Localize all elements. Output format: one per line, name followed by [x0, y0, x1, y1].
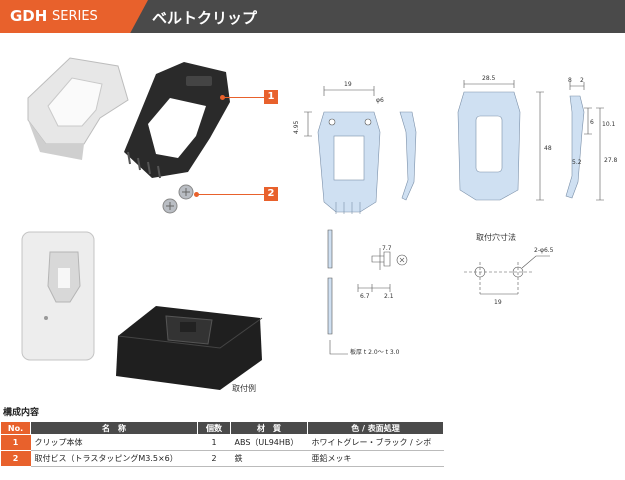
col-name: 名 称 [30, 421, 198, 435]
row-2-name: 取付ビス（トラスタッピングM3.5×6） [30, 450, 198, 467]
col-qty: 個数 [197, 421, 231, 435]
white-clip-image [27, 57, 129, 160]
series-code: GDH [10, 7, 48, 25]
panel-section-lower [327, 277, 333, 335]
dim-phi6: φ6 [376, 97, 384, 104]
callout-1-marker [220, 95, 225, 100]
dim-67: 6.7 [360, 293, 370, 300]
dim-width-19: 19 [344, 81, 352, 88]
product-title: ベルトクリップ [152, 9, 258, 27]
row-1-finish: ホワイトグレー・ブラック / シボ [307, 434, 444, 451]
dim-6: 6 [590, 119, 594, 126]
dim-101: 10.1 [602, 121, 616, 128]
photo-caption: 取付例 [232, 384, 256, 393]
row-1-qty: 1 [197, 434, 231, 451]
row-1-no: 1 [0, 434, 31, 451]
dim-8: 8 [568, 77, 572, 84]
white-box-example [21, 231, 95, 361]
header-bar: GDH SERIES ベルトクリップ [0, 0, 625, 33]
dim-width-285: 28.5 [482, 75, 496, 82]
dim-48: 48 [544, 145, 552, 152]
row-2-material: 鉄 [230, 450, 308, 467]
product-photos [21, 57, 263, 390]
col-no: No. [0, 421, 31, 435]
parts-header-row: No. 名 称 個数 材 質 色 / 表面処理 [0, 421, 444, 435]
mount-hole-title: 取付穴寸法 [476, 233, 516, 242]
dim-2: 2 [580, 77, 584, 84]
thickness-note: 板厚 t 2.0～ t 3.0 [350, 349, 400, 356]
table-row: 2 取付ビス（トラスタッピングM3.5×6） 2 鉄 亜鉛メッキ [0, 450, 444, 467]
black-clip-image [124, 62, 230, 179]
dim-77: 7.7 [382, 245, 392, 252]
screw-side [371, 251, 391, 267]
callout-1-line [224, 97, 264, 98]
clip-profile-view [565, 95, 585, 199]
row-1-name: クリップ本体 [30, 434, 198, 451]
row-2-qty: 2 [197, 450, 231, 467]
dim-21: 2.1 [384, 293, 394, 300]
row-1-material: ABS（UL94HB） [230, 434, 308, 451]
row-2-finish: 亜鉛メッキ [307, 450, 444, 467]
parts-section-title: 構成内容 [3, 408, 40, 418]
callout-2-marker [194, 192, 199, 197]
row-2-no: 2 [0, 450, 31, 467]
series-tag [0, 0, 148, 33]
technical-drawing: 19 φ6 4.95 28.5 8 2 6 10.1 48 27.8 5.2 7… [293, 75, 618, 355]
dim-hole-pitch: 19 [494, 299, 502, 306]
callout-2-badge: 2 [264, 187, 278, 201]
screw-head-view [396, 254, 408, 266]
dim-52: 5.2 [572, 159, 582, 166]
panel-section-upper [327, 229, 333, 269]
callout-2-line [198, 194, 264, 195]
black-box-example [116, 306, 263, 390]
col-material: 材 質 [230, 421, 308, 435]
col-finish: 色 / 表面処理 [307, 421, 444, 435]
screws-image [162, 184, 194, 214]
dim-hole-dia: 2-φ6.5 [534, 247, 554, 254]
clip-side-view [399, 111, 417, 201]
parts-table: No. 名 称 個数 材 質 色 / 表面処理 1 クリップ本体 1 ABS（U… [0, 421, 444, 467]
callout-1-badge: 1 [264, 90, 278, 104]
dim-495: 4.95 [293, 120, 300, 134]
table-row: 1 クリップ本体 1 ABS（UL94HB） ホワイトグレー・ブラック / シボ [0, 434, 444, 451]
dim-278: 27.8 [604, 157, 618, 164]
series-label: SERIES [52, 9, 98, 24]
